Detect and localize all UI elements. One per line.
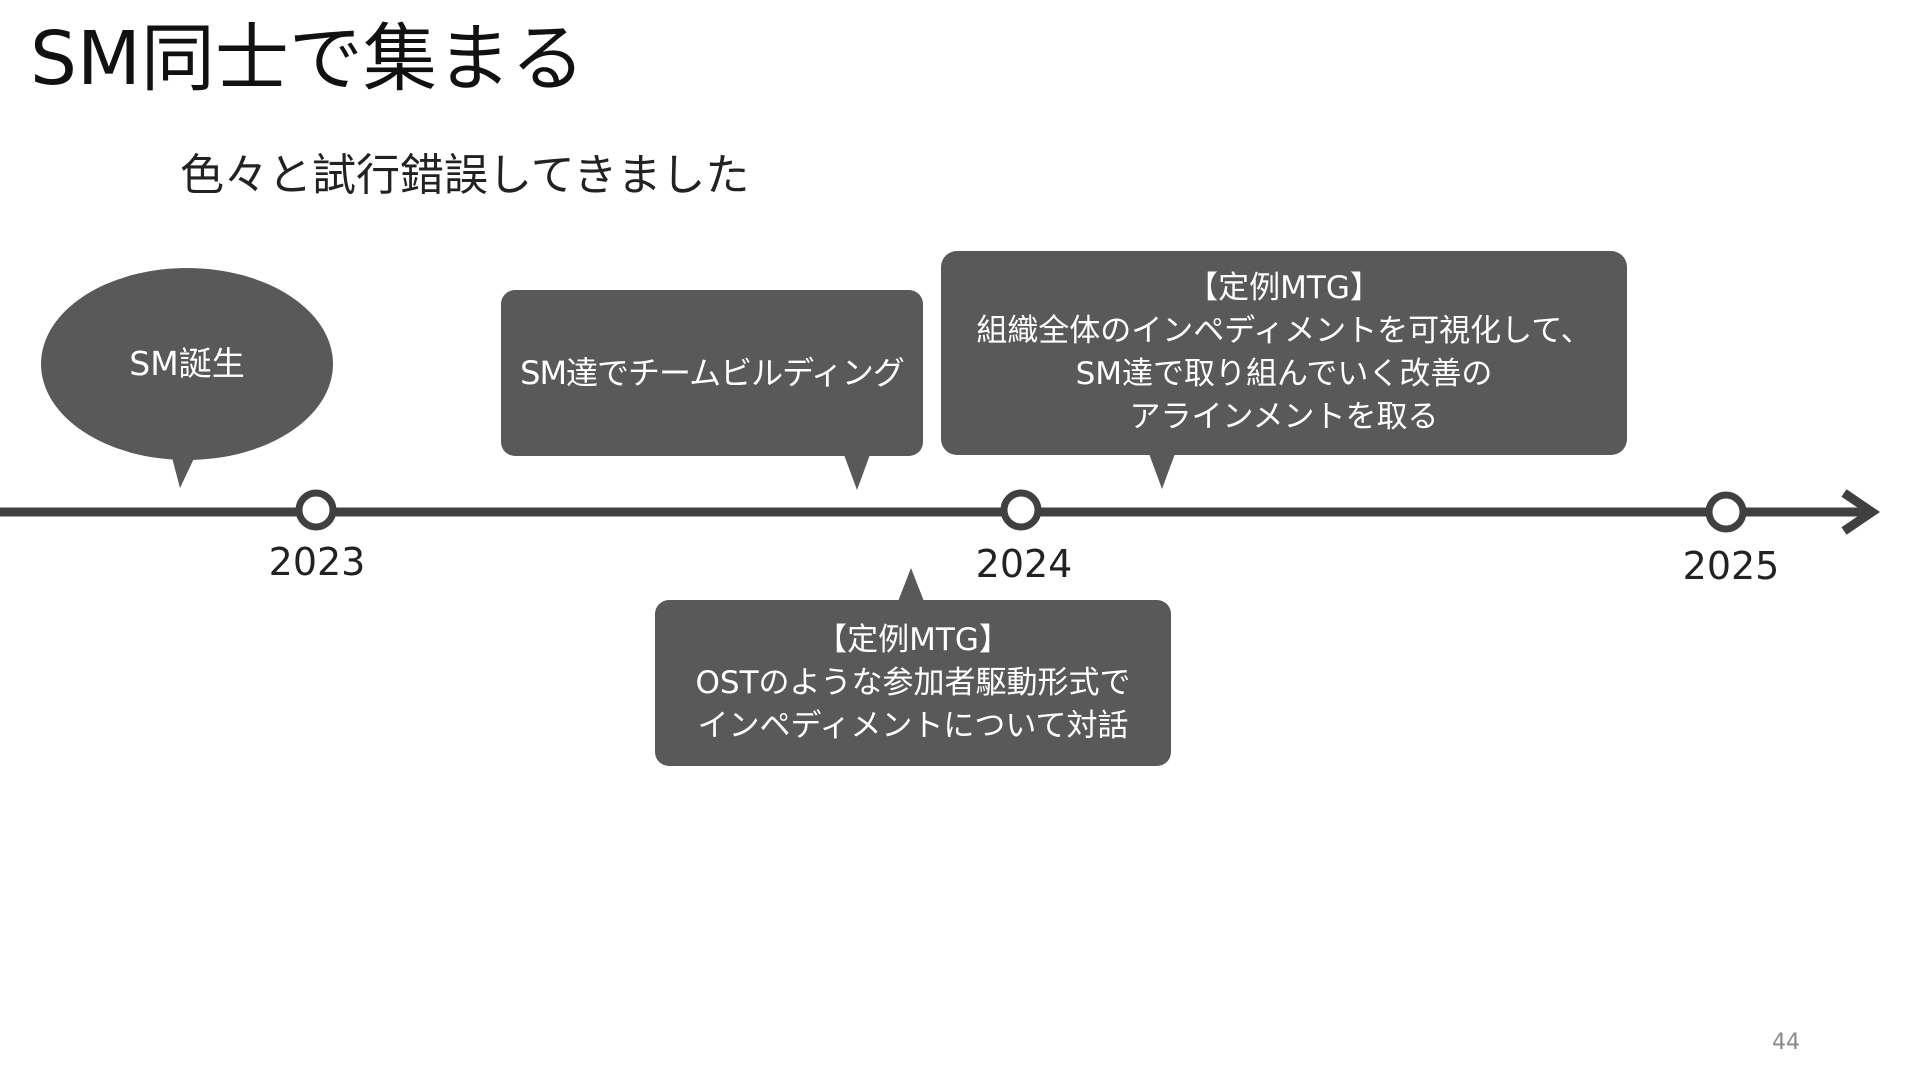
- event-label: SM誕生: [129, 344, 245, 383]
- bubble-mtg-ost: [655, 568, 1171, 766]
- event-line: アラインメントを取る: [1129, 399, 1439, 435]
- bubble-sm-birth: [41, 268, 333, 488]
- year-marker-2024: [1000, 489, 1042, 531]
- bubble-team-building-text: SM達でチームビルディング: [501, 290, 923, 456]
- event-line: インペディメントについて対話: [697, 707, 1129, 744]
- slide-title: SM同士で集まる: [30, 16, 585, 102]
- event-line: OSTのような参加者駆動形式で: [695, 664, 1131, 701]
- bubble-mtg-alignment: [941, 251, 1627, 489]
- event-line: 【定例MTG】: [816, 621, 1010, 658]
- year-label-2024: 2024: [975, 542, 1073, 586]
- bubble-mtg-ost-text: 【定例MTG】 OSTのような参加者駆動形式で インペディメントについて対話: [655, 600, 1171, 766]
- event-line: 【定例MTG】: [1187, 270, 1381, 306]
- bubble-mtg-alignment-text: 【定例MTG】 組織全体のインペディメントを可視化して、 SM達で取り組んでいく…: [941, 251, 1627, 455]
- bubble-sm-birth-text: SM誕生: [41, 268, 333, 460]
- page-number: 44: [1772, 1030, 1800, 1055]
- year-marker-2025: [1705, 491, 1747, 533]
- slide-subtitle: 色々と試行錯誤してきました: [180, 150, 750, 201]
- event-label: SM達でチームビルディング: [520, 354, 905, 392]
- year-label-2025: 2025: [1682, 544, 1780, 588]
- bubble-team-building: [501, 290, 923, 490]
- event-line: SM達で取り組んでいく改善の: [1075, 356, 1493, 392]
- event-line: 組織全体のインペディメントを可視化して、: [976, 313, 1592, 349]
- year-marker-2023: [295, 489, 337, 531]
- timeline-arrowhead: [1841, 489, 1881, 535]
- year-label-2023: 2023: [268, 540, 366, 584]
